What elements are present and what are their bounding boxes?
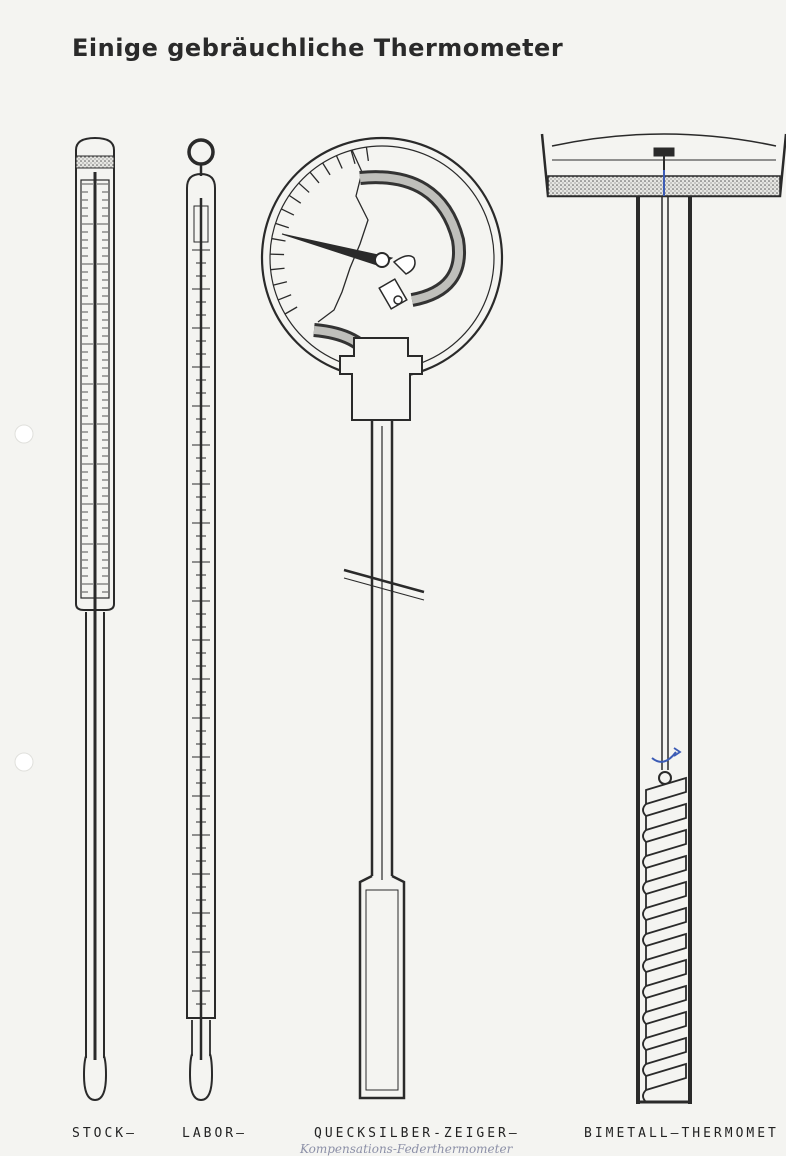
bimetall-thermometer [540,133,786,1104]
quecksilber-zeiger-thermometer [260,136,504,1100]
bimetal-coil [642,776,687,1103]
punch-hole-top [14,424,34,444]
caption-quecksilber: QUECKSILBER-ZEIGER— [314,1126,520,1141]
stock-thermometer [75,136,115,1102]
dial-scale-ticks [270,146,370,315]
caption-stock: STOCK— [72,1126,137,1141]
stock-scale-ticks [82,183,108,593]
labor-scale-ticks [192,249,210,1005]
page-title: Einige gebräuchliche Thermometer [72,34,564,62]
handwritten-note: Kompensations-Federthermometer [300,1142,513,1156]
caption-labor: LABOR— [182,1126,247,1141]
labor-thermometer [186,138,216,1102]
punch-hole-bottom [14,752,34,772]
caption-bimetall: BIMETALL—THERMOMET [584,1126,779,1141]
